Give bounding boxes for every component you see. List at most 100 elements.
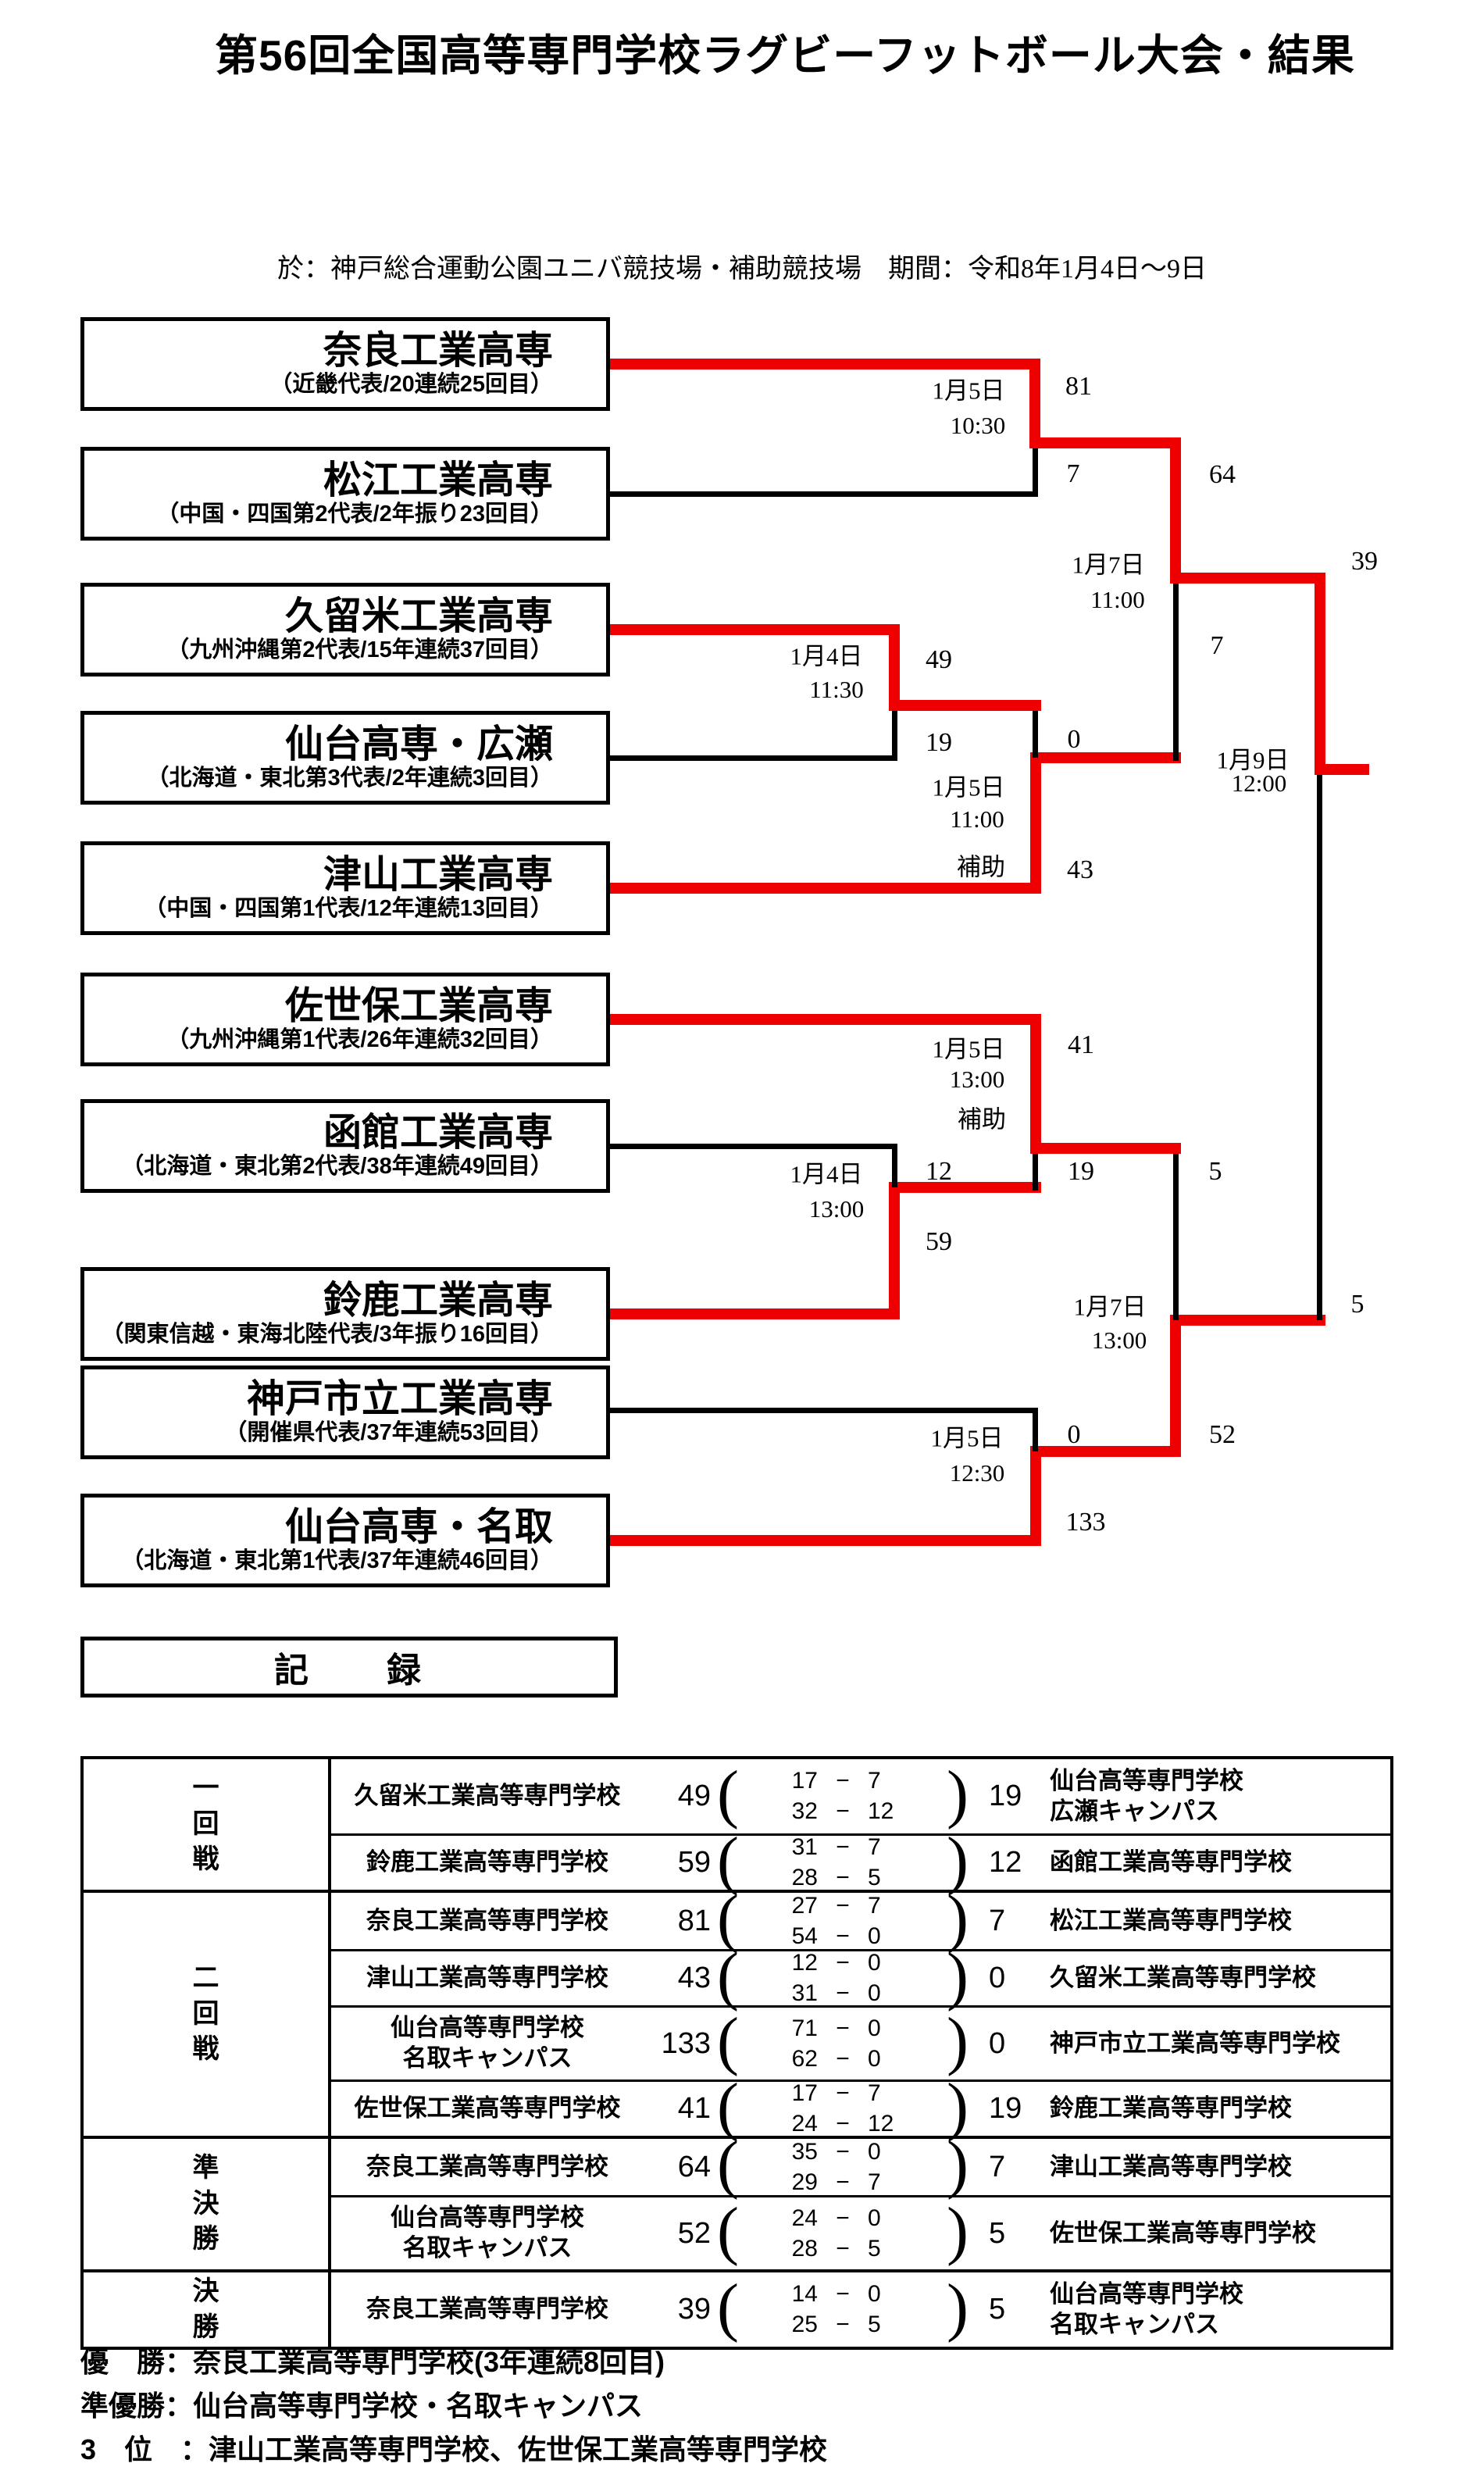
- bracket-line-winner-path: [610, 1308, 900, 1319]
- half-score-dash: −: [836, 2045, 850, 2072]
- bracket-line-winner-path: [1170, 573, 1325, 584]
- bracket-line-winner-path: [610, 1535, 1041, 1546]
- open-paren: (: [717, 1757, 739, 1830]
- loser-total-score: 19: [989, 1780, 1022, 1812]
- close-paren: ): [947, 2069, 969, 2143]
- match-schedule-label: 補助: [957, 853, 1005, 881]
- close-paren: ): [947, 2005, 969, 2078]
- bracket-line-winner-path: [1030, 1446, 1181, 1457]
- bracket-line: [610, 1408, 1038, 1413]
- bracket-line-winner-path: [1315, 573, 1325, 775]
- winner-total-score: 39: [677, 2293, 711, 2326]
- match-score-label: 43: [1067, 855, 1093, 884]
- second-half-score: 29−7: [745, 2169, 940, 2196]
- close-paren: ): [947, 2194, 969, 2268]
- team-name: 鈴鹿工業高専: [323, 1280, 553, 1323]
- winner-total-score: 81: [677, 1904, 711, 1937]
- half-score-left: 62: [791, 2045, 818, 2072]
- half-score-dash: −: [836, 2312, 850, 2337]
- winner-total-score: 64: [677, 2150, 711, 2183]
- bracket-line-winner-path: [1315, 764, 1369, 775]
- half-score-right: 0: [868, 2015, 881, 2041]
- first-half-score: 31−7: [745, 1834, 940, 1861]
- team-box: 神戸市立工業高専（開催県代表/37年連続53回目）: [80, 1366, 610, 1459]
- match-score-label: 7: [1210, 631, 1224, 660]
- match-score-label: 41: [1068, 1030, 1094, 1059]
- halftime-scores: 35−0 29−7: [745, 2139, 940, 2196]
- first-half-score: 35−0: [745, 2139, 940, 2165]
- team-name: 仙台高専・広瀬: [284, 723, 553, 766]
- half-score-left: 17: [791, 2080, 818, 2106]
- loser-total-score: 7: [989, 2150, 1006, 2183]
- match-score-label: 0: [1067, 725, 1081, 754]
- half-score-dash: −: [836, 1768, 850, 1794]
- half-score-right: 0: [868, 2138, 881, 2165]
- match-score-label: 39: [1351, 547, 1378, 576]
- winner-total-score: 41: [677, 2092, 711, 2125]
- bracket-line-winner-path: [1030, 1014, 1041, 1154]
- half-score-right: 7: [868, 1892, 881, 1919]
- champion-line: 優 勝：奈良工業高等専門学校(3年連続8回目): [80, 2346, 665, 2378]
- close-paren: ): [947, 2270, 969, 2344]
- match-score-label: 49: [926, 645, 952, 674]
- bracket-line-winner-path: [1030, 752, 1181, 763]
- round-label: 準 決 勝: [84, 2139, 331, 2269]
- first-half-score: 17−7: [745, 2080, 940, 2107]
- open-paren: (: [717, 2069, 739, 2143]
- team-box: 久留米工業高専（九州沖縄第2代表/15年連続37回目）: [80, 583, 610, 677]
- match-schedule-label: 13:00: [1091, 1326, 1147, 1354]
- round-label: 二 回 戦: [84, 1893, 331, 2136]
- second-half-score: 54−0: [745, 1923, 940, 1950]
- match-schedule-label: 11:00: [1090, 586, 1145, 613]
- match-schedule-label: 10:30: [950, 412, 1006, 439]
- match-score-label: 7: [1066, 459, 1080, 488]
- bracket-line-winner-path: [1030, 1143, 1181, 1154]
- open-paren: (: [717, 2128, 739, 2201]
- bracket-line: [610, 755, 897, 761]
- half-score-dash: −: [836, 2169, 850, 2195]
- half-score-left: 28: [791, 1865, 818, 1890]
- match-schedule-label: 1月5日: [930, 1424, 1004, 1452]
- bracket-line-winner-path: [1170, 1315, 1325, 1326]
- half-score-dash: −: [836, 1892, 850, 1919]
- first-half-score: 17−7: [745, 1768, 940, 1794]
- half-score-right: 12: [868, 2111, 894, 2137]
- loser-team-name: 仙台高等専門学校 名取キャンパス: [1050, 2279, 1243, 2338]
- half-score-dash: −: [836, 2015, 850, 2041]
- half-score-right: 5: [868, 1865, 881, 1890]
- half-score-left: 24: [791, 2204, 818, 2231]
- bracket-line-winner-path: [889, 700, 1041, 711]
- team-seed-note: （北海道・東北第1代表/37年連続46回目）: [121, 1548, 553, 1573]
- bracket-line: [1033, 448, 1038, 497]
- match-schedule-label: 1月5日: [932, 377, 1005, 405]
- half-score-dash: −: [836, 2235, 850, 2262]
- round-label: 一 回 戦: [84, 1759, 331, 1890]
- bracket-line: [1173, 584, 1179, 761]
- bracket-line-winner-path: [1029, 437, 1181, 448]
- match-score-label: 81: [1065, 372, 1092, 401]
- winner-total-score: 49: [677, 1780, 711, 1812]
- open-paren: (: [717, 2005, 739, 2078]
- half-score-right: 0: [868, 2045, 881, 2072]
- open-paren: (: [717, 2194, 739, 2268]
- team-box: 仙台高専・名取（北海道・東北第1代表/37年連続46回目）: [80, 1494, 610, 1587]
- half-score-dash: −: [836, 1922, 850, 1949]
- half-score-right: 0: [868, 1922, 881, 1949]
- loser-team-name: 津山工業高等専門学校: [1050, 2152, 1292, 2180]
- team-seed-note: （北海道・東北第3代表/2年連続3回目）: [146, 765, 553, 791]
- open-paren: (: [717, 2270, 739, 2344]
- winner-total-score: 52: [677, 2216, 711, 2250]
- match-score-label: 19: [926, 728, 952, 757]
- half-score-left: 17: [791, 1768, 818, 1794]
- half-score-dash: −: [836, 2111, 850, 2137]
- first-half-score: 27−7: [745, 1893, 940, 1919]
- bracket-line-winner-path: [1030, 752, 1041, 894]
- close-paren: ): [947, 1823, 969, 1897]
